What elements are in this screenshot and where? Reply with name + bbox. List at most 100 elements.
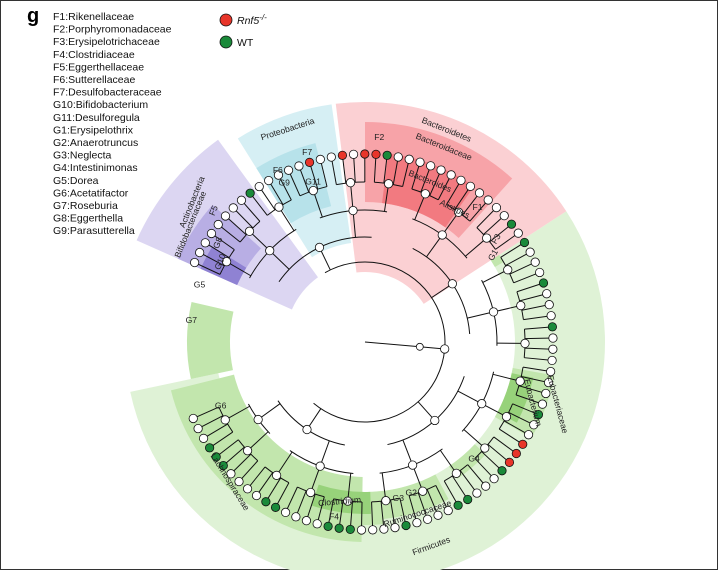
clade-label-g11: G11 [305, 176, 321, 186]
tree-node [218, 460, 228, 471]
branch [414, 193, 426, 220]
tree-node [302, 424, 312, 435]
tree-node [436, 165, 446, 175]
branch [241, 199, 261, 222]
tree-node [390, 522, 400, 533]
branch [462, 192, 480, 216]
branch [505, 251, 531, 266]
tree-node [264, 175, 274, 186]
tree-node [422, 514, 433, 524]
tree-node [294, 161, 304, 171]
branch [217, 224, 241, 243]
branch [285, 486, 298, 513]
branch [482, 269, 508, 283]
key-entry: F5:Eggerthellaceae [53, 61, 144, 73]
branch [521, 304, 550, 311]
branch [518, 385, 546, 394]
branch [463, 429, 486, 449]
tree-node [200, 238, 210, 248]
branch [276, 451, 293, 476]
tree-node [382, 150, 392, 160]
clade-label-clostridium: Clostridium [318, 494, 362, 508]
branch [467, 464, 487, 487]
tree-node [213, 219, 223, 230]
branch [474, 457, 495, 480]
branch [402, 159, 410, 187]
tree-node [541, 388, 551, 399]
branch [265, 477, 282, 503]
tree-node [408, 460, 418, 470]
tree-node [228, 203, 238, 213]
clade-label-f3: F3 [489, 232, 503, 246]
branch [193, 406, 220, 419]
branch [194, 262, 221, 275]
tree-node [489, 474, 499, 484]
branch [209, 431, 234, 449]
tree-node [518, 439, 528, 449]
taxon-key: F1:RikenellaceaeF2:PorphyromonadaceaeF3:… [53, 11, 172, 237]
tree-node [211, 452, 221, 462]
branch [465, 237, 487, 257]
branch [330, 156, 337, 185]
branch [443, 480, 459, 506]
branch [238, 460, 259, 482]
branch [483, 215, 505, 235]
branch [224, 405, 250, 421]
tree-node [548, 344, 558, 354]
tree-node [440, 344, 450, 354]
tree-node [198, 433, 209, 443]
tree-node [433, 510, 443, 520]
branch [495, 232, 519, 250]
branch [503, 420, 529, 436]
branch [515, 394, 543, 405]
clade-label-f7: F7 [302, 147, 312, 157]
branch [500, 242, 525, 258]
tree-node [519, 237, 530, 248]
branch [437, 174, 452, 201]
tree-node [242, 446, 253, 456]
tree-node [481, 481, 491, 491]
branch [469, 199, 489, 222]
tree-node [418, 486, 428, 496]
branch [203, 423, 228, 439]
legend-rnf5-label: Rnf5-/- [237, 13, 267, 27]
tree-node [280, 507, 291, 518]
tree-node [404, 154, 414, 164]
branch [417, 492, 429, 520]
tree-node [251, 490, 262, 501]
tree-node [525, 247, 535, 257]
branch [309, 162, 319, 190]
tree-node [253, 414, 263, 425]
tree-node [381, 496, 391, 506]
tree-node [220, 415, 230, 425]
key-entry: G2:Anaerotruncus [53, 137, 138, 149]
tree-node [529, 420, 539, 430]
key-entry: G8:Eggerthella [53, 213, 123, 225]
branch [523, 315, 552, 321]
key-entry: G7:Roseburia [53, 200, 118, 212]
legend-wt-label: WT [237, 37, 254, 49]
branch [439, 450, 457, 474]
tree-node [308, 185, 318, 196]
tree-node [236, 195, 247, 205]
clade-label-f2: F2 [374, 132, 384, 142]
branch [383, 183, 390, 212]
branch [392, 156, 399, 185]
branch [383, 155, 388, 184]
branch [305, 493, 316, 521]
branch [373, 154, 377, 183]
branch [441, 211, 460, 236]
tree-node [480, 443, 490, 453]
tree-node [515, 376, 525, 386]
panel-letter: g [27, 5, 39, 27]
branch [492, 373, 521, 382]
branch [350, 182, 354, 211]
branch [278, 206, 295, 231]
tree-node [488, 307, 499, 317]
tree-node [456, 175, 466, 185]
tree-node [547, 355, 557, 366]
tree-node [543, 377, 554, 388]
tree-node [190, 257, 200, 268]
branch [493, 305, 521, 313]
legend: Rnf5-/- WT [219, 13, 267, 49]
